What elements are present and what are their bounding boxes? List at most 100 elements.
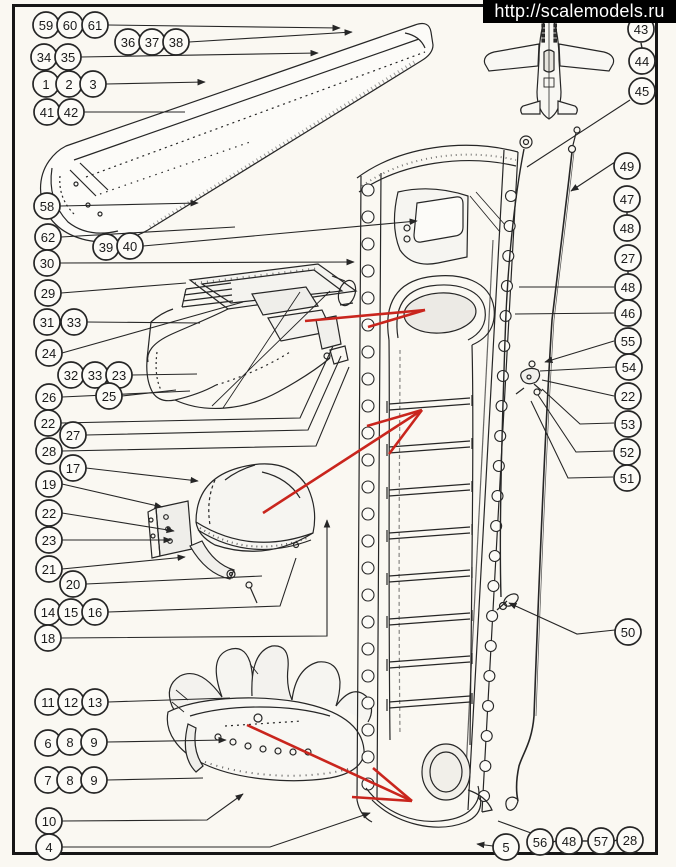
part-callout-28: 28	[616, 826, 644, 854]
rivet-hole	[483, 669, 496, 683]
callout-number: 62	[41, 230, 55, 245]
part-callout-32: 32	[57, 361, 85, 389]
panel-rib-rung	[386, 653, 473, 671]
callout-leader-line	[61, 793, 244, 822]
part-callout-11: 11	[34, 688, 62, 716]
callout-number: 45	[635, 84, 649, 99]
callout-circle	[613, 185, 641, 213]
rivet-hole	[361, 507, 375, 521]
callout-leader-line	[106, 777, 204, 781]
aircraft-silhouette	[483, 6, 615, 120]
part-callout-23: 23	[35, 526, 63, 554]
part-callout-15: 15	[57, 598, 85, 626]
diagram-border-frame	[12, 4, 658, 855]
callout-circle	[616, 826, 644, 854]
callout-number: 26	[42, 390, 56, 405]
callout-number: 56	[533, 835, 547, 850]
part-callout-50: 50	[614, 618, 642, 646]
callout-number: 2	[65, 77, 72, 92]
callout-leader-line	[85, 355, 342, 436]
part-callout-53: 53	[614, 410, 642, 438]
part-callout-48: 48	[613, 214, 641, 242]
part-callout-33: 33	[81, 361, 109, 389]
callout-number: 33	[67, 315, 81, 330]
part-callout-24: 24	[35, 339, 63, 367]
part-callout-34: 34	[30, 43, 58, 71]
rivet-hole	[481, 699, 495, 713]
rivet-hole	[361, 183, 375, 197]
callout-number: 39	[99, 240, 113, 255]
callout-circle	[614, 618, 642, 646]
banner-url-text: http://scalemodels.ru	[494, 1, 665, 21]
callout-number: 28	[42, 444, 56, 459]
leader-lines-layer	[59, 24, 643, 849]
callout-circle	[81, 688, 109, 716]
callout-circle	[34, 409, 62, 437]
callout-circle	[35, 470, 63, 498]
callout-number: 19	[42, 477, 56, 492]
callout-number: 58	[40, 199, 54, 214]
rivet-hole	[361, 534, 375, 548]
callout-leader-line	[107, 557, 297, 613]
callout-circle	[587, 827, 615, 855]
callout-leader-line	[106, 736, 227, 744]
callout-leader-line	[107, 24, 341, 32]
callout-circle	[95, 382, 123, 410]
callout-number: 54	[622, 360, 636, 375]
rivet-hole	[492, 459, 505, 473]
callout-number: 9	[90, 735, 97, 750]
callout-circle	[79, 70, 107, 98]
callout-circle	[116, 232, 144, 260]
callout-circle	[35, 437, 63, 465]
callout-number: 11	[41, 695, 55, 710]
part-callout-9: 9	[80, 728, 108, 756]
part-callout-47: 47	[613, 185, 641, 213]
callout-number: 52	[620, 445, 634, 460]
callout-number: 60	[63, 18, 77, 33]
exit-fairing-drawing	[166, 645, 373, 782]
callout-circle	[33, 249, 61, 277]
callout-leader-line	[80, 49, 319, 58]
callout-number: 1	[42, 77, 49, 92]
part-callout-33: 33	[60, 308, 88, 336]
rivet-hole	[504, 189, 518, 203]
callout-leader-line	[541, 379, 615, 397]
callout-number: 18	[41, 631, 55, 646]
callout-leader-line	[59, 199, 199, 207]
callout-number: 37	[145, 35, 159, 50]
callout-circle	[80, 766, 108, 794]
part-callout-20: 20	[59, 570, 87, 598]
callout-leader-line	[107, 697, 231, 703]
rivet-hole	[361, 237, 375, 251]
callout-number: 20	[66, 577, 80, 592]
callout-leader-line	[86, 321, 201, 324]
rivet-hole	[361, 210, 375, 224]
wheel-well-panel-drawing	[356, 144, 519, 828]
rivet-hole	[361, 723, 375, 737]
callout-number: 7	[44, 773, 51, 788]
part-callout-22: 22	[35, 499, 63, 527]
part-callout-40: 40	[116, 232, 144, 260]
callout-number: 22	[621, 389, 635, 404]
callout-number: 51	[620, 471, 634, 486]
callout-leader-line	[85, 467, 199, 484]
callout-leader-line	[476, 841, 494, 849]
rivet-hole	[484, 639, 497, 653]
part-callout-49: 49	[613, 152, 641, 180]
part-callout-57: 57	[587, 827, 615, 855]
part-callout-12: 12	[57, 688, 85, 716]
part-callout-51: 51	[613, 464, 641, 492]
callout-number: 3	[89, 77, 96, 92]
part-callout-2: 2	[55, 70, 83, 98]
panel-rib-rung	[386, 524, 473, 542]
callout-number: 35	[61, 50, 75, 65]
part-callout-16: 16	[81, 598, 109, 626]
panel-rib-rung	[386, 481, 473, 499]
scalemodels-banner: http://scalemodels.ru	[483, 0, 676, 23]
part-callout-52: 52	[613, 438, 641, 466]
callout-number: 6	[44, 736, 51, 751]
callout-circle	[613, 464, 641, 492]
part-callout-3: 3	[79, 70, 107, 98]
